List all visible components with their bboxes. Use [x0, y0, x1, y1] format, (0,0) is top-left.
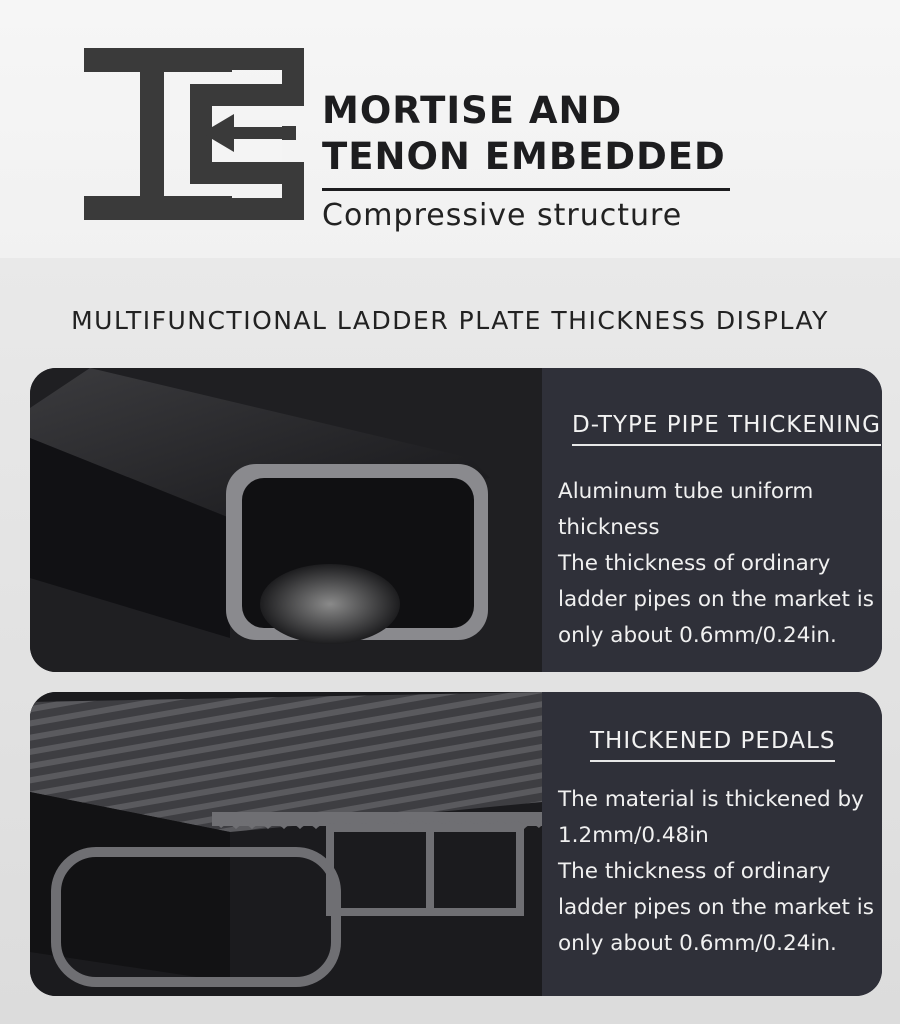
headline: MORTISE AND TENON EMBEDDED: [322, 88, 726, 180]
headline-divider: [322, 188, 730, 191]
thickened-pedals-panel: THICKENED PEDALS The material is thicken…: [542, 692, 882, 996]
panel-line: The material is thickened by 1.2mm/0.48i…: [558, 787, 864, 848]
pipe-render-graphic: [30, 368, 542, 672]
headline-line-2: TENON EMBEDDED: [322, 135, 726, 178]
d-type-pipe-image: [30, 368, 542, 672]
panel-line: The thickness of ordinary ladder pipes o…: [558, 859, 874, 956]
panel-line: Aluminum tube uniform thickness: [558, 479, 814, 540]
panel-title: D-TYPE PIPE THICKENING: [572, 412, 881, 446]
section-title: MULTIFUNCTIONAL LADDER PLATE THICKNESS D…: [71, 306, 829, 335]
panel-body: The material is thickened by 1.2mm/0.48i…: [558, 782, 880, 962]
feature-card-d-type-pipe: D-TYPE PIPE THICKENING Aluminum tube uni…: [30, 368, 882, 672]
subheadline: Compressive structure: [322, 198, 683, 233]
ridged-pedal-image: [30, 692, 542, 996]
d-type-pipe-panel: D-TYPE PIPE THICKENING Aluminum tube uni…: [542, 368, 882, 672]
mortise-tenon-arrow-icon: [84, 48, 304, 220]
pedal-render-graphic: [30, 692, 542, 996]
headline-line-1: MORTISE AND: [322, 89, 623, 132]
panel-body: Aluminum tube uniform thickness The thic…: [558, 474, 880, 654]
panel-line: The thickness of ordinary ladder pipes o…: [558, 551, 874, 648]
feature-card-thickened-pedals: THICKENED PEDALS The material is thicken…: [30, 692, 882, 996]
panel-title: THICKENED PEDALS: [590, 728, 836, 762]
